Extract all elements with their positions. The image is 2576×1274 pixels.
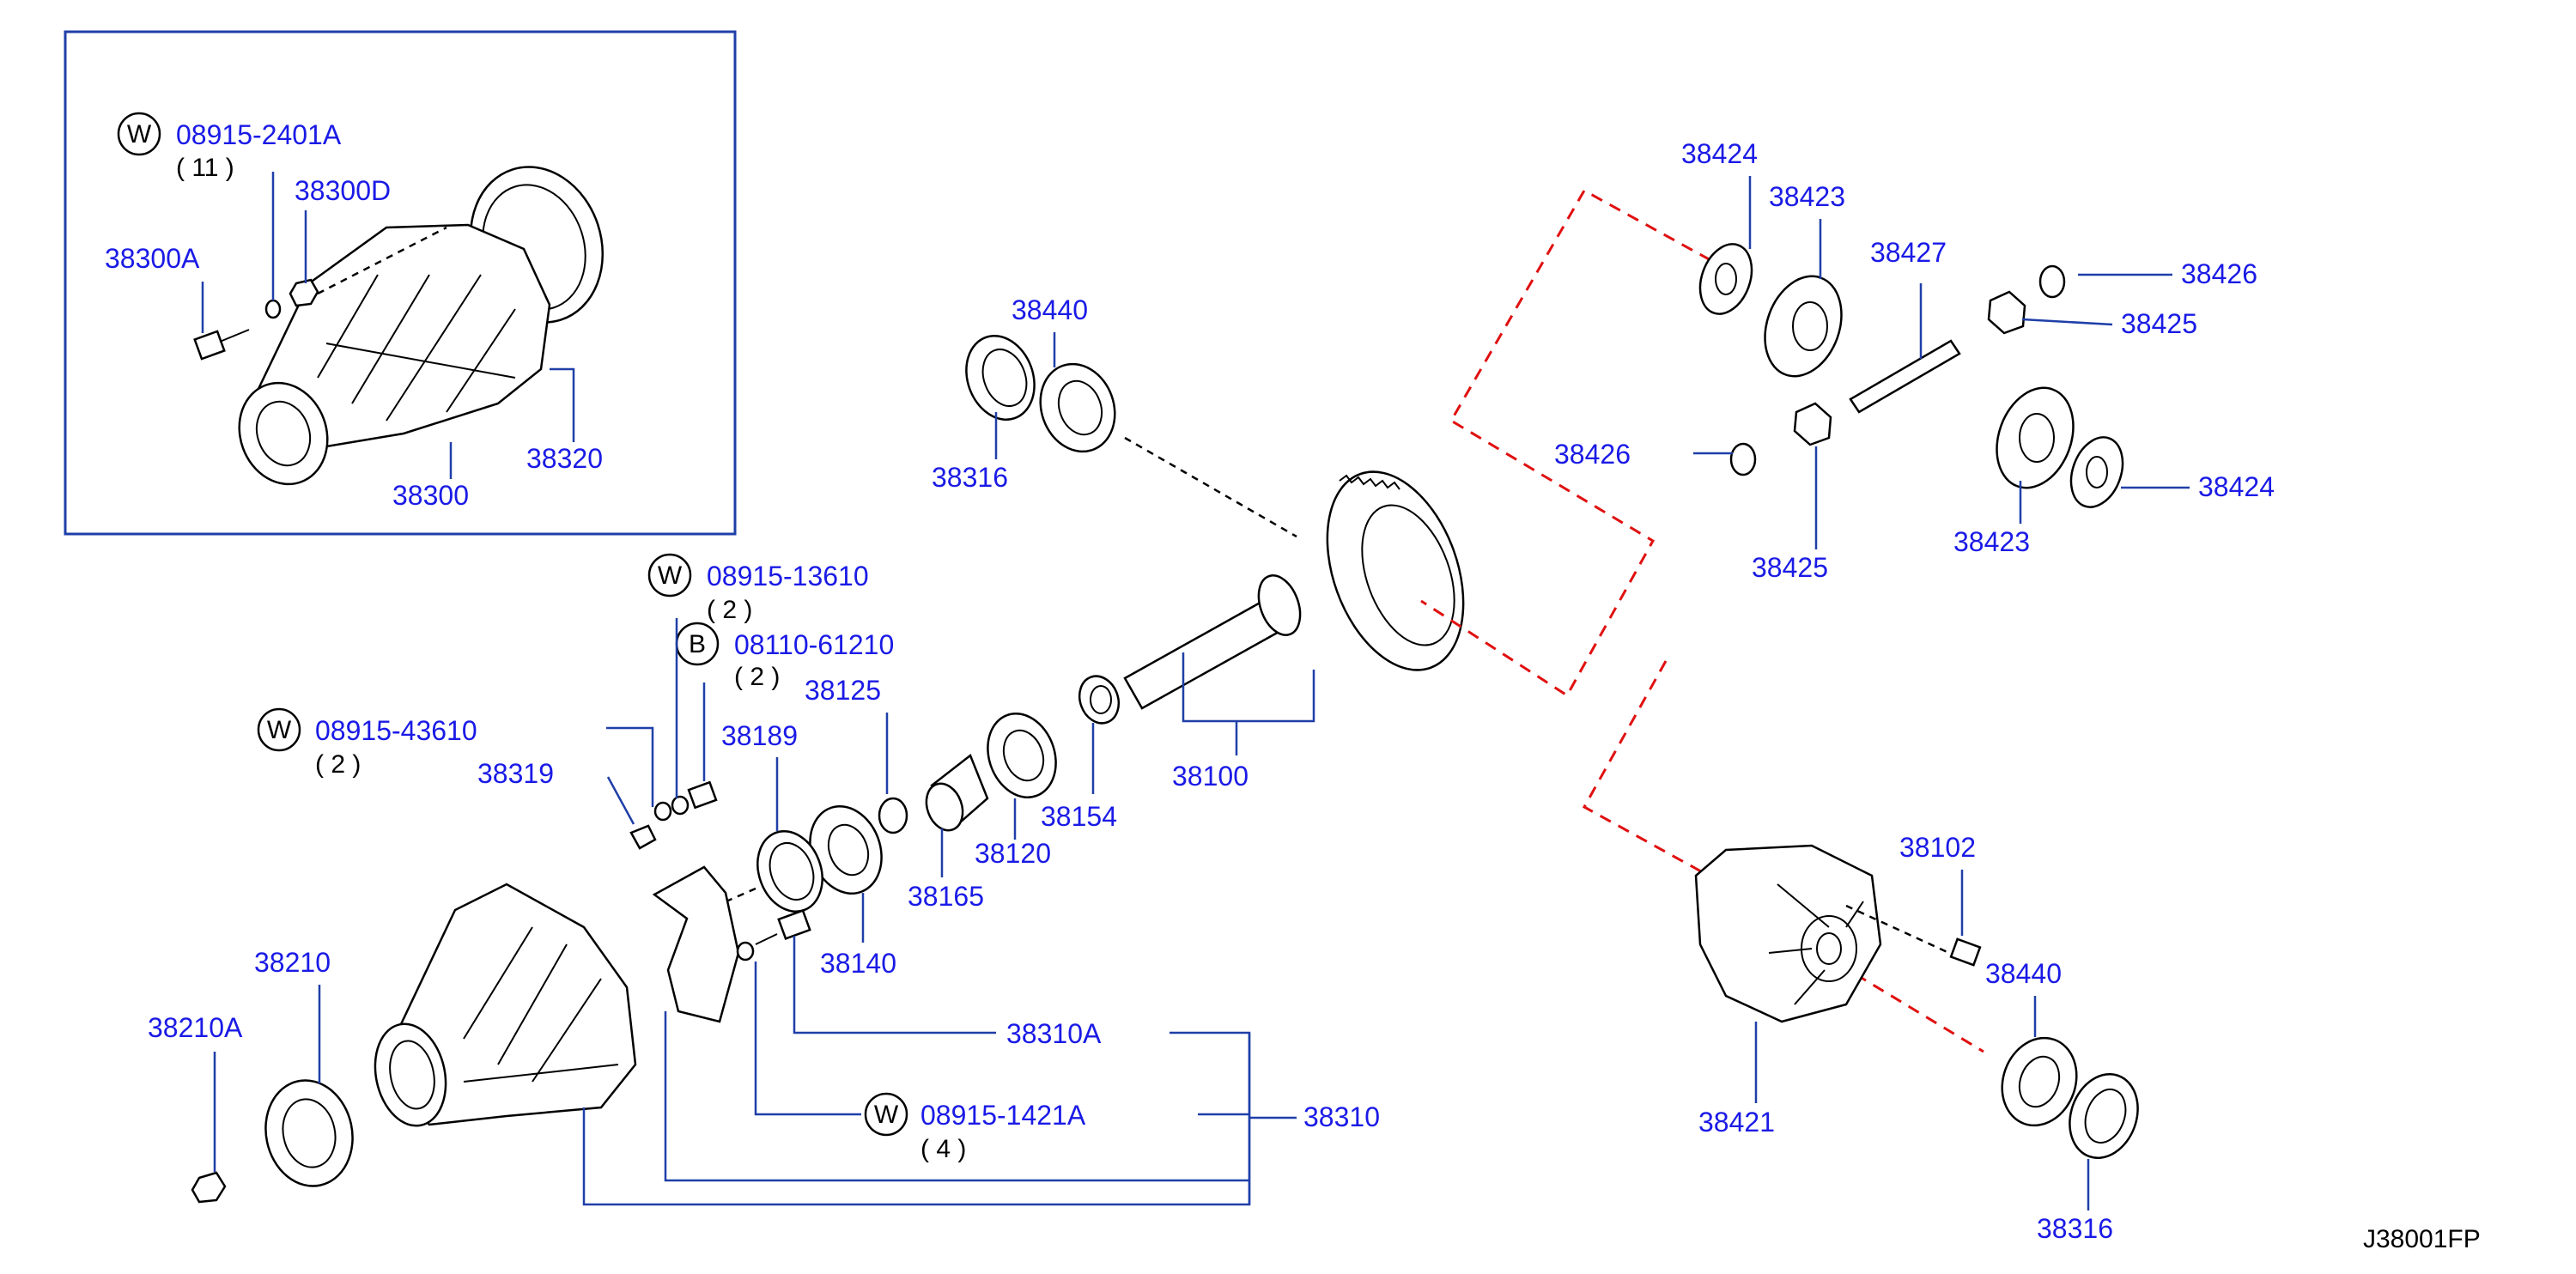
part-label-08915-1421a[interactable]: 08915-1421A (920, 1100, 1086, 1131)
part-label-38440-top[interactable]: 38440 (1012, 294, 1088, 325)
label-group-08915-13610: W 08915-13610 ( 2 ) (647, 553, 869, 624)
qty-label-4: ( 4 ) (920, 1135, 966, 1163)
part-label-38154[interactable]: 38154 (1041, 801, 1117, 832)
bolt-marker-text: B (689, 630, 706, 658)
part-label-08915-2401a[interactable]: 08915-2401A (176, 119, 342, 150)
differential-case-illustration (1694, 844, 2139, 1159)
part-label-08110-61210[interactable]: 08110-61210 (734, 629, 894, 660)
qty-label-2c: ( 2 ) (315, 750, 361, 779)
part-label-38300[interactable]: 38300 (392, 480, 469, 511)
part-label-38300d[interactable]: 38300D (295, 175, 391, 206)
housing-flange-illustration (191, 865, 811, 1204)
part-label-38102[interactable]: 38102 (1899, 832, 1976, 863)
washer-marker-text: W (267, 716, 292, 744)
inset-box (64, 30, 737, 536)
part-label-08915-13610[interactable]: 08915-13610 (707, 561, 869, 592)
part-label-38424-top[interactable]: 38424 (1681, 138, 1758, 169)
carrier-assembly-inset-illustration (193, 166, 605, 486)
part-label-38425-bottom[interactable]: 38425 (1752, 552, 1828, 583)
qty-label-11: ( 11 ) (176, 154, 234, 182)
part-label-38319[interactable]: 38319 (477, 758, 554, 789)
part-label-38424-bottom[interactable]: 38424 (2198, 471, 2275, 502)
part-label-38125[interactable]: 38125 (805, 675, 881, 706)
part-label-38440-bottom[interactable]: 38440 (1985, 958, 2062, 989)
qty-label-2a: ( 2 ) (707, 596, 752, 624)
diagram-reference-code: J38001FP (2363, 1225, 2481, 1253)
washer-marker-icon (647, 553, 692, 598)
part-label-38427[interactable]: 38427 (1870, 237, 1947, 268)
part-label-38426-right[interactable]: 38426 (2181, 258, 2257, 289)
washer-marker-text: W (127, 120, 152, 149)
part-label-38210a[interactable]: 38210A (148, 1012, 243, 1043)
part-label-38316-top[interactable]: 38316 (932, 462, 1008, 493)
part-label-38189[interactable]: 38189 (721, 720, 798, 751)
part-label-38300a[interactable]: 38300A (105, 243, 200, 274)
part-label-38120[interactable]: 38120 (975, 838, 1051, 869)
part-label-38140[interactable]: 38140 (820, 948, 896, 979)
part-label-38100[interactable]: 38100 (1172, 761, 1249, 792)
washer-marker-text: W (874, 1101, 899, 1129)
washer-marker-icon (864, 1092, 908, 1137)
part-label-38310a[interactable]: 38310A (1006, 1018, 1102, 1049)
washer-marker-icon (117, 112, 161, 156)
part-label-38421[interactable]: 38421 (1698, 1107, 1775, 1138)
part-label-08915-43610[interactable]: 08915-43610 (315, 715, 477, 746)
washer-marker-text: W (658, 561, 683, 590)
pinion-bearing-illustration (629, 335, 1465, 920)
part-label-38310[interactable]: 38310 (1303, 1101, 1380, 1132)
part-label-38316-bottom[interactable]: 38316 (2037, 1213, 2113, 1244)
label-group-08915-1421a: W 08915-1421A ( 4 ) (864, 1092, 1086, 1163)
differential-gears-illustration (1698, 243, 2124, 508)
part-label-38423-top[interactable]: 38423 (1769, 181, 1845, 212)
washer-marker-icon (257, 707, 301, 752)
label-group-08915-2401a: W 08915-2401A ( 11 ) (117, 112, 342, 182)
qty-label-2b: ( 2 ) (734, 663, 780, 691)
part-label-38426-left[interactable]: 38426 (1554, 439, 1631, 470)
part-label-38425-right[interactable]: 38425 (2121, 308, 2197, 339)
part-label-38423-bottom[interactable]: 38423 (1953, 526, 2030, 557)
label-group-08915-43610: W 08915-43610 ( 2 ) (257, 707, 477, 779)
part-label-38165[interactable]: 38165 (908, 881, 984, 912)
part-label-38210[interactable]: 38210 (254, 947, 331, 978)
diff-region-outline-upper (1420, 188, 1711, 698)
part-label-38320[interactable]: 38320 (526, 443, 603, 474)
diff-region-outline-lower (1582, 660, 1710, 877)
